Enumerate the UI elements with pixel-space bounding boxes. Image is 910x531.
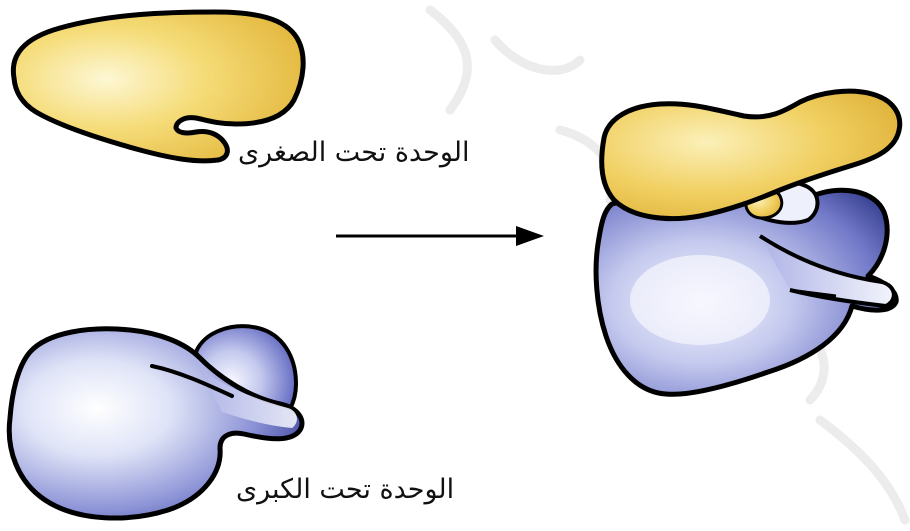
small-subunit-label: الوحدة تحت الصغرى: [238, 139, 470, 166]
right-arrow-icon: [336, 226, 544, 246]
assembled-ribosome-shape: [596, 91, 900, 394]
large-subunit-label: الوحدة تحت الكبرى: [236, 476, 454, 503]
